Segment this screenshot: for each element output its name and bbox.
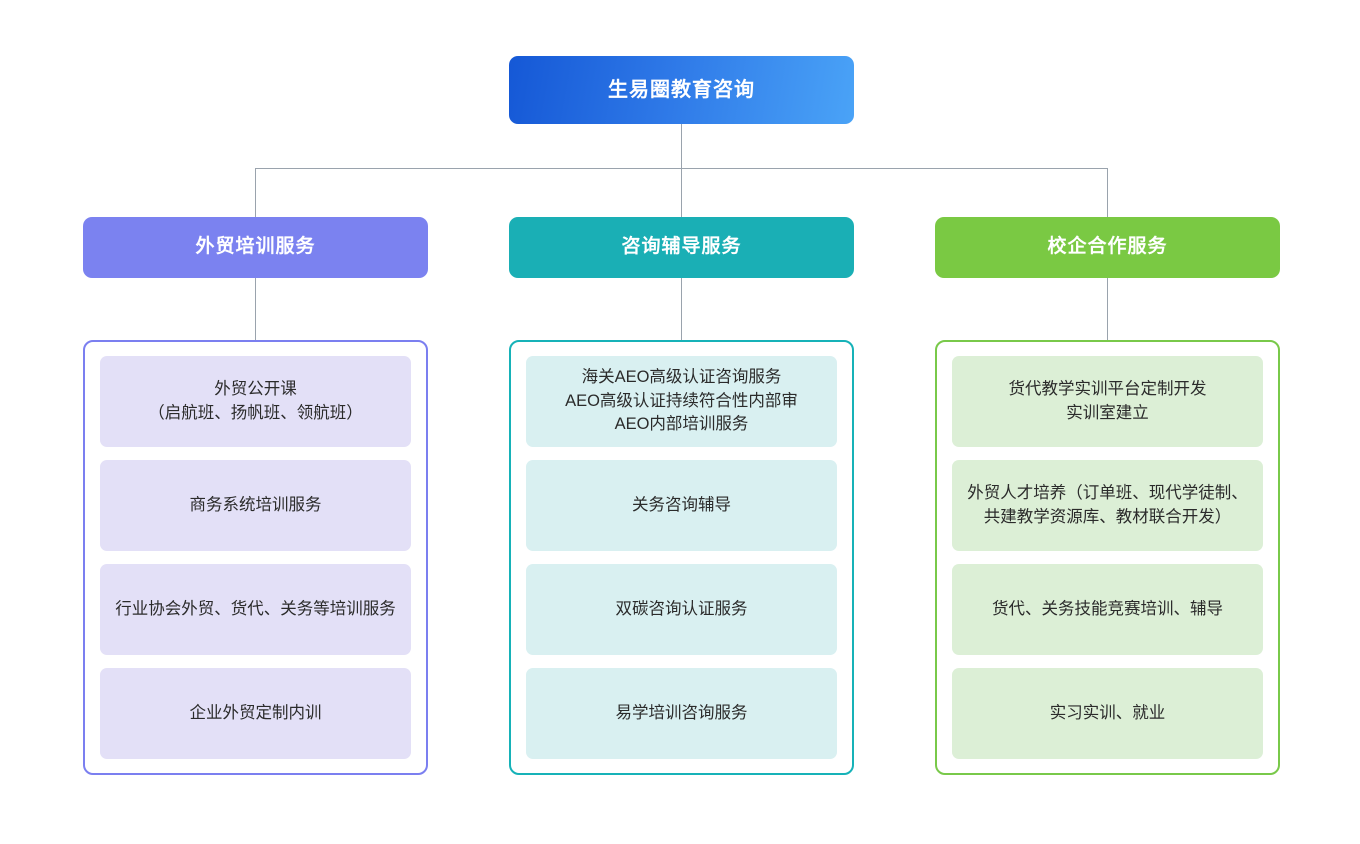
service-item-label: 货代、关务技能竞赛培训、辅导 — [992, 599, 1223, 618]
connector-branch-bus — [255, 168, 1108, 169]
service-item[interactable]: 外贸人才培养（订单班、现代学徒制、共建教学资源库、教材联合开发） — [952, 460, 1263, 551]
service-item[interactable]: 货代、关务技能竞赛培训、辅导 — [952, 564, 1263, 655]
branch-items-panel-foreign-trade-training: 外贸公开课 （启航班、扬帆班、领航班） 商务系统培训服务 行业协会外贸、货代、关… — [83, 340, 428, 775]
service-item[interactable]: 易学培训咨询服务 — [526, 668, 837, 759]
connector-branch-1-to-panel — [255, 278, 256, 340]
connector-branch-3-to-panel — [1107, 278, 1108, 340]
branch-header-label: 校企合作服务 — [1047, 236, 1168, 258]
service-item[interactable]: 商务系统培训服务 — [100, 460, 411, 551]
branch-header-school-enterprise-cooperation[interactable]: 校企合作服务 — [935, 217, 1280, 278]
service-item[interactable]: 外贸公开课 （启航班、扬帆班、领航班） — [100, 356, 411, 447]
connector-bus-to-branch-2 — [681, 168, 682, 217]
root-node-label: 生易圈教育咨询 — [608, 79, 755, 101]
service-item[interactable]: 实习实训、就业 — [952, 668, 1263, 759]
service-item-label: 双碳咨询认证服务 — [615, 599, 748, 618]
service-item[interactable]: 货代教学实训平台定制开发 实训室建立 — [952, 356, 1263, 447]
branch-column-school-enterprise-cooperation: 校企合作服务 货代教学实训平台定制开发 实训室建立 外贸人才培养（订单班、现代学… — [935, 217, 1280, 775]
branch-header-label: 外贸培训服务 — [195, 236, 316, 258]
service-item[interactable]: 双碳咨询认证服务 — [526, 564, 837, 655]
connector-branch-2-to-panel — [681, 278, 682, 340]
connector-bus-to-branch-1 — [255, 168, 256, 217]
service-item-label: 实习实训、就业 — [1049, 703, 1166, 722]
service-item[interactable]: 企业外贸定制内训 — [100, 668, 411, 759]
branch-header-foreign-trade-training[interactable]: 外贸培训服务 — [83, 217, 428, 278]
service-item-label: 外贸人才培养（订单班、现代学徒制、共建教学资源库、教材联合开发） — [967, 483, 1248, 526]
service-item-label: 货代教学实训平台定制开发 实训室建立 — [1008, 379, 1207, 422]
branch-column-consulting-coaching: 咨询辅导服务 海关AEO高级认证咨询服务 AEO高级认证持续符合性内部审 AEO… — [509, 217, 854, 775]
service-item-label: 易学培训咨询服务 — [615, 703, 748, 722]
root-node[interactable]: 生易圈教育咨询 — [509, 56, 854, 124]
connector-root-drop — [681, 124, 682, 169]
service-item-label: 企业外贸定制内训 — [189, 703, 322, 722]
service-item-label: 关务咨询辅导 — [632, 495, 731, 514]
branch-items-panel-school-enterprise-cooperation: 货代教学实训平台定制开发 实训室建立 外贸人才培养（订单班、现代学徒制、共建教学… — [935, 340, 1280, 775]
service-item-label: 行业协会外贸、货代、关务等培训服务 — [115, 599, 396, 618]
service-item[interactable]: 关务咨询辅导 — [526, 460, 837, 551]
branch-items-panel-consulting-coaching: 海关AEO高级认证咨询服务 AEO高级认证持续符合性内部审 AEO内部培训服务 … — [509, 340, 854, 775]
branch-header-consulting-coaching[interactable]: 咨询辅导服务 — [509, 217, 854, 278]
service-item-label: 外贸公开课 （启航班、扬帆班、领航班） — [148, 379, 363, 422]
service-item[interactable]: 海关AEO高级认证咨询服务 AEO高级认证持续符合性内部审 AEO内部培训服务 — [526, 356, 837, 447]
service-item-label: 海关AEO高级认证咨询服务 AEO高级认证持续符合性内部审 AEO内部培训服务 — [565, 367, 798, 434]
service-item[interactable]: 行业协会外贸、货代、关务等培训服务 — [100, 564, 411, 655]
connector-bus-to-branch-3 — [1107, 168, 1108, 217]
service-item-label: 商务系统培训服务 — [189, 495, 322, 514]
branch-column-foreign-trade-training: 外贸培训服务 外贸公开课 （启航班、扬帆班、领航班） 商务系统培训服务 行业协会… — [83, 217, 428, 775]
branch-header-label: 咨询辅导服务 — [621, 236, 742, 258]
